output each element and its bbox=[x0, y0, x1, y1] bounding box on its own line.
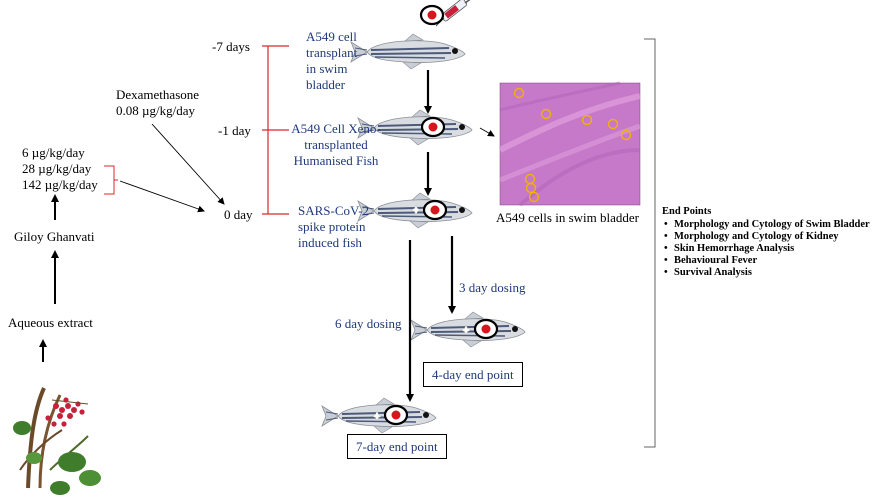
dexamethasone-label: Dexamethasone bbox=[116, 87, 200, 102]
end-point-item: Morphology and Cytology of Swim Bladder bbox=[662, 219, 870, 231]
micrograph-caption: A549 cells in swim bladder bbox=[496, 210, 639, 225]
timeline-minus1-label: -1 day bbox=[218, 123, 251, 138]
dexamethasone-dose: 0.08 µg/kg/day bbox=[116, 103, 195, 118]
timeline-day0-label: 0 day bbox=[224, 207, 253, 222]
dose-1-label: 6 µg/kg/day bbox=[22, 145, 85, 160]
dose-3-label: 142 µg/kg/day bbox=[22, 177, 98, 192]
endpoints-bracket bbox=[644, 38, 656, 448]
dose-bracket bbox=[104, 165, 118, 195]
syringe-icon bbox=[419, 0, 471, 27]
fish-icon-4day bbox=[410, 311, 526, 348]
giloy-ghanvati-label: Giloy Ghanvati bbox=[14, 229, 95, 244]
fish-icon-7day bbox=[321, 397, 437, 434]
step3-line3: induced fish bbox=[298, 235, 362, 250]
step1-line2: transplant bbox=[306, 45, 358, 60]
four-day-end-point-box: 4-day end point bbox=[423, 362, 523, 387]
arrow-dexamethasone-to-day0 bbox=[151, 123, 225, 205]
timeline-minus7-label: -7 days bbox=[212, 39, 250, 54]
end-points-list: End Points Morphology and Cytology of Sw… bbox=[662, 206, 870, 279]
end-point-item: Skin Hemorrhage Analysis bbox=[662, 243, 870, 255]
arrow-doses-to-day0 bbox=[119, 180, 205, 213]
step3-line2: spike protein bbox=[298, 219, 366, 234]
end-point-item: Behavioural Fever bbox=[662, 255, 870, 267]
giloy-plant-illustration bbox=[13, 387, 101, 495]
end-point-item: Morphology and Cytology of Kidney bbox=[662, 231, 870, 243]
end-points-items: Morphology and Cytology of Swim Bladder … bbox=[662, 219, 870, 279]
seven-day-end-point-box: 7-day end point bbox=[347, 434, 447, 459]
step1-line1: A549 cell bbox=[306, 29, 357, 44]
aqueous-extract-label: Aqueous extract bbox=[8, 315, 93, 330]
step2-line1: A549 Cell Xeno- bbox=[291, 121, 381, 136]
end-point-item: Survival Analysis bbox=[662, 267, 870, 279]
arrow-to-micrograph bbox=[479, 127, 495, 137]
three-day-dosing-label: 3 day dosing bbox=[459, 280, 526, 295]
step2-line3: Humanised Fish bbox=[293, 153, 379, 168]
step1-line3: in swim bbox=[306, 61, 348, 76]
six-day-dosing-label: 6 day dosing bbox=[335, 316, 402, 331]
step2-line2: transplanted bbox=[304, 137, 368, 152]
fish-icon-step3 bbox=[357, 192, 473, 229]
step1-line4: bladder bbox=[306, 77, 345, 92]
fish-icon-step1 bbox=[350, 33, 466, 70]
micrograph-image bbox=[498, 81, 641, 207]
timeline-axis bbox=[262, 45, 289, 215]
dose-2-label: 28 µg/kg/day bbox=[22, 161, 92, 176]
end-points-title: End Points bbox=[662, 206, 712, 217]
step3-line1: SARS-CoV-2 bbox=[298, 203, 370, 218]
